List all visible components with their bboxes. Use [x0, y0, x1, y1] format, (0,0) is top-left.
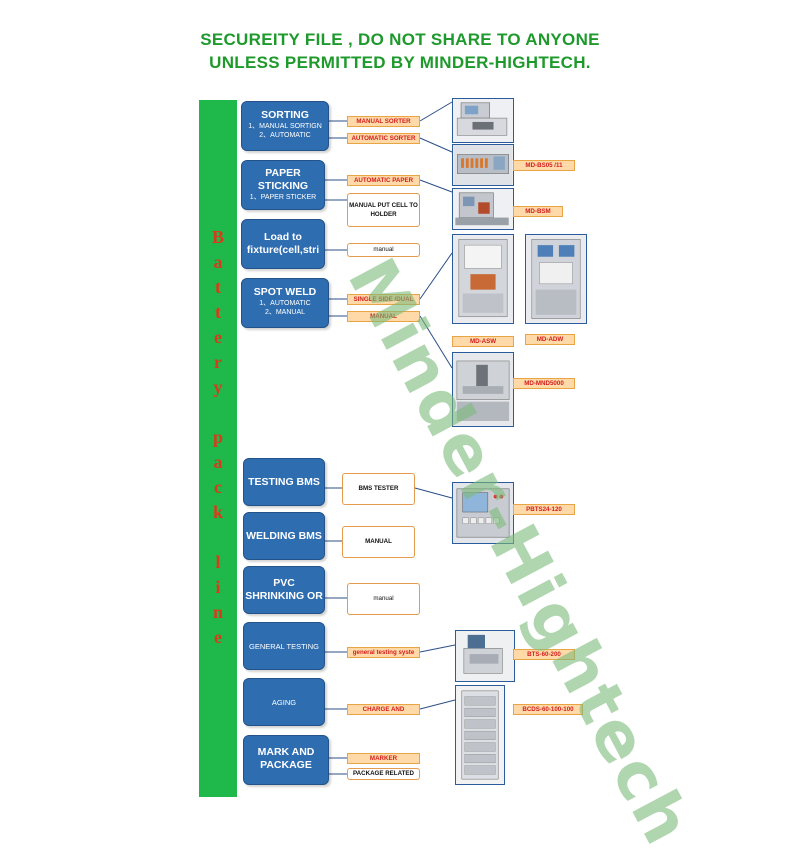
sidebar-letter: t: [215, 302, 221, 322]
model-md-bs05: MD-BS05 /11: [513, 160, 575, 171]
sidebar-letter: l: [215, 552, 221, 572]
step-title: PAPER STICKING: [257, 167, 309, 192]
tag-single-side-dual: SINGLE SIDE /DUAL: [347, 294, 420, 305]
model-md-asw: MD-ASW: [452, 336, 514, 347]
step-load-to-fixture: Load to fixture(cell,stri: [241, 219, 325, 269]
tag-manual-sorter: MANUAL SORTER: [347, 116, 420, 127]
tag-general-testing: general testing syste: [347, 647, 420, 658]
sidebar-letter: a: [213, 452, 223, 472]
sidebar-letter: y: [213, 377, 223, 397]
step-subtitle: 1、MANUAL SORTIGN 2、AUTOMATIC: [248, 123, 322, 139]
tag-bms-tester: BMS TESTER: [342, 473, 415, 505]
model-pbts24: PBTS24-120: [513, 504, 575, 515]
step-title: SPOT WELD: [253, 286, 317, 298]
sidebar-letter: t: [215, 277, 221, 297]
machine-photo-bts: [455, 630, 515, 682]
step-subtitle: 1、PAPER STICKER: [249, 194, 317, 201]
manual-spot-welder-icon: [453, 353, 513, 426]
step-spot-weld: SPOT WELD 1、AUTOMATIC 2、MANUAL: [241, 278, 329, 328]
tag-automatic-sorter: AUTOMATIC SORTER: [347, 133, 420, 144]
step-aging: AGING: [243, 678, 325, 726]
step-title: WELDING BMS: [246, 530, 322, 542]
machine-photo-manual-sorter: [452, 98, 514, 143]
model-md-bsm: MD-BSM: [513, 206, 563, 217]
machine-photo-md-mnd5000: [452, 352, 514, 427]
step-testing-bms: TESTING BMS: [243, 458, 325, 506]
automatic-spot-welder-icon: [453, 235, 513, 323]
sidebar-letter: a: [213, 252, 223, 272]
tag-load-manual: manual: [347, 243, 420, 257]
model-bts: BTS-60-200: [513, 649, 575, 660]
model-md-adw: MD-ADW: [525, 334, 575, 345]
aging-cabinet-icon: [456, 687, 504, 783]
tag-welding-manual: MANUAL: [342, 526, 415, 558]
step-mark-and-package: MARK AND PACKAGE: [243, 735, 329, 785]
step-paper-sticking: PAPER STICKING 1、PAPER STICKER: [241, 160, 325, 210]
step-title: GENERAL TESTING: [248, 642, 320, 651]
sidebar-battery-pack-line: B a t t e r y p a c k l i n e: [199, 100, 237, 797]
sidebar-letter: p: [212, 427, 223, 447]
sidebar-letter: n: [212, 602, 223, 622]
step-title: SORTING: [261, 109, 309, 121]
automatic-sorter-machine-icon: [453, 145, 513, 185]
tag-charge-and: CHARGE AND: [347, 704, 420, 715]
sidebar-letter: e: [214, 627, 222, 647]
step-welding-bms: WELDING BMS: [243, 512, 325, 560]
machine-photo-paper-sticker: [452, 188, 514, 230]
sidebar-letter: B: [211, 227, 224, 247]
step-title: MARK AND PACKAGE: [257, 746, 315, 771]
manual-sorter-machine-icon: [453, 99, 513, 142]
tag-manual-put-cell: MANUAL PUT CELL TO HOLDER: [347, 193, 420, 227]
step-title: TESTING BMS: [248, 476, 320, 488]
machine-photo-automatic-sorter: [452, 144, 514, 186]
machine-photo-md-adw: [525, 234, 587, 324]
step-title: PVC SHRINKING OR: [245, 577, 323, 602]
step-title: AGING: [271, 698, 297, 707]
step-subtitle: 1、AUTOMATIC 2、MANUAL: [259, 300, 311, 316]
model-md-mnd5000: MD-MND5000: [513, 378, 575, 389]
header-title-line1: SECUREITY FILE , DO NOT SHARE TO ANYONE: [200, 30, 600, 49]
machine-photo-pbts24: [452, 482, 514, 544]
step-title: Load to fixture(cell,stri: [246, 231, 320, 256]
step-pvc-shrinking: PVC SHRINKING OR: [243, 566, 325, 614]
header-title-line2: UNLESS PERMITTED BY MINDER-HIGHTECH.: [209, 53, 591, 72]
sidebar-letter: e: [214, 327, 222, 347]
tag-weld-manual: MANUAL: [347, 311, 420, 322]
machine-photo-bcds: [455, 685, 505, 785]
machine-photo-md-asw: [452, 234, 514, 324]
sidebar-letter: r: [214, 352, 222, 372]
paper-sticker-machine-icon: [453, 189, 513, 229]
sidebar-letter: k: [212, 502, 223, 522]
general-tester-icon: [456, 631, 514, 681]
tag-pvc-manual: manual: [347, 583, 420, 615]
model-bcds: BCDS-60-100-100: [513, 704, 583, 715]
bms-tester-icon: [453, 483, 513, 543]
tag-marker: MARKER: [347, 753, 420, 764]
step-general-testing: GENERAL TESTING: [243, 622, 325, 670]
tag-package-related: PACKAGE RELATED: [347, 768, 420, 780]
tag-automatic-paper: AUTOMATIC PAPER: [347, 175, 420, 186]
step-sorting: SORTING 1、MANUAL SORTIGN 2、AUTOMATIC: [241, 101, 329, 151]
dual-spot-welder-icon: [526, 235, 586, 323]
sidebar-letter: i: [215, 577, 221, 597]
sidebar-letter: c: [214, 477, 222, 497]
